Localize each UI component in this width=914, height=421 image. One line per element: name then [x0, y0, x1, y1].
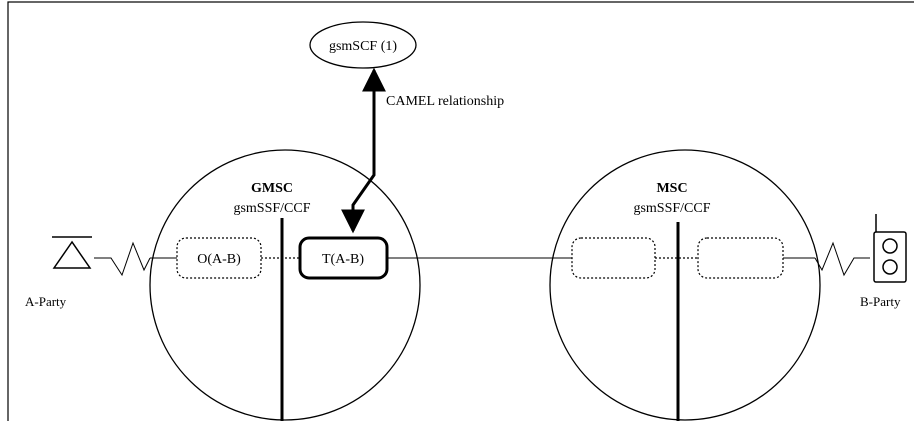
gmsc-subtitle: gsmSSF/CCF — [233, 201, 310, 216]
antenna-icon — [52, 236, 92, 269]
a-party-radio-link — [94, 241, 151, 277]
msc-bcsm-box-right — [697, 237, 784, 279]
camel-relationship-label: CAMEL relationship — [386, 94, 504, 109]
msc-subtitle: gsmSSF/CCF — [633, 201, 710, 216]
camel-relationship-arrow — [341, 67, 386, 234]
msc-title: MSC — [656, 181, 687, 196]
t-bcsm-box — [298, 236, 389, 280]
o-bcsm-box — [176, 237, 262, 279]
gmsc-circle — [149, 149, 421, 421]
msc-bcsm-box-left — [571, 237, 656, 279]
t-bcsm-label: T(A-B) — [322, 252, 364, 267]
b-party-label: B-Party — [860, 294, 901, 309]
o-bcsm-label: O(A-B) — [197, 252, 241, 267]
mobile-phone-icon — [873, 214, 907, 283]
gmsc-title: GMSC — [251, 181, 293, 196]
gsmscf-label: gsmSCF (1) — [329, 39, 397, 54]
figure-frame — [7, 1, 914, 421]
msc-circle — [549, 149, 821, 421]
a-party-label: A-Party — [25, 294, 67, 309]
b-party-radio-link — [814, 241, 870, 277]
